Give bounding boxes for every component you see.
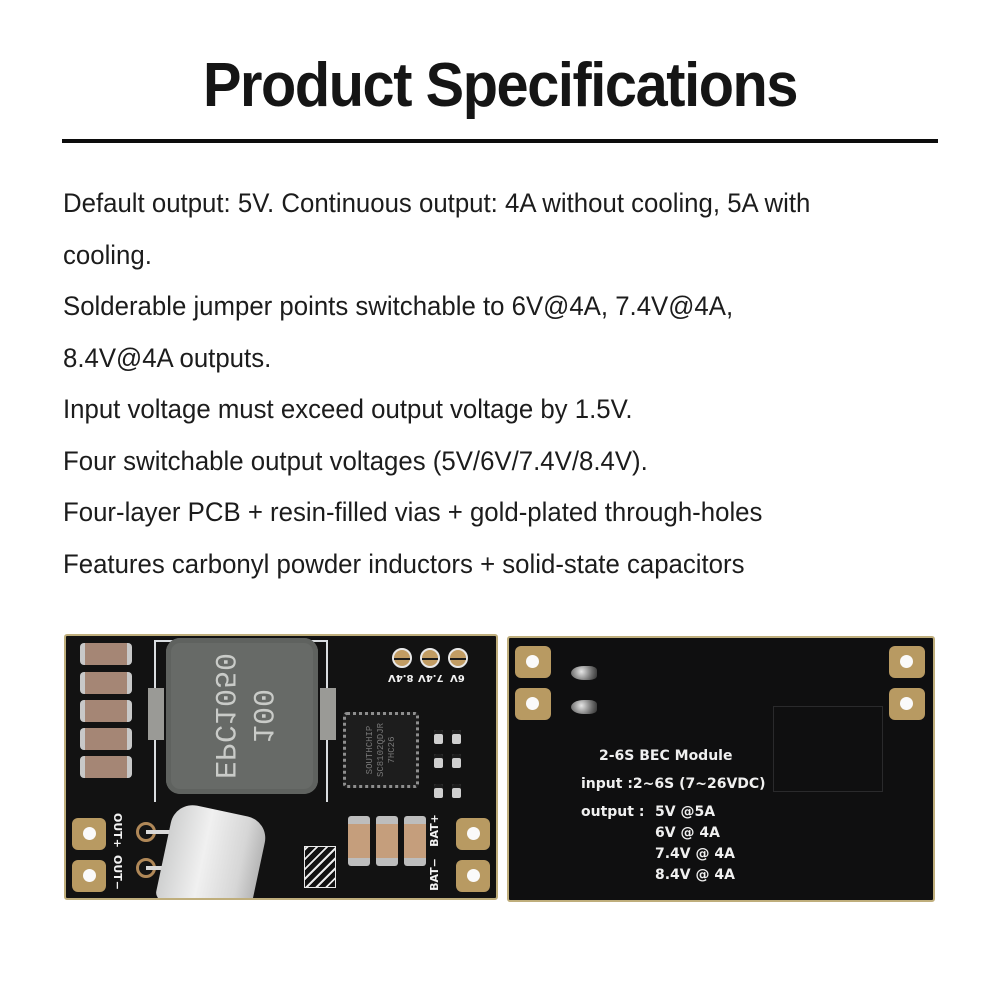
ceramic-capacitor [80, 728, 132, 750]
out-plus-pad [72, 818, 106, 850]
output-label: output : [581, 804, 645, 820]
output-spec: 6V @ 4A [655, 825, 720, 841]
bat-plus-pad [456, 818, 490, 850]
spec-list: Default output: 5V. Continuous output: 4… [63, 178, 943, 590]
spec-line: Solderable jumper points switchable to 6… [63, 291, 734, 321]
solder-joint [571, 666, 597, 680]
solder-pad [515, 646, 551, 678]
out-minus-pad [72, 860, 106, 892]
spec-line: cooling. [63, 239, 152, 270]
smd-resistor [452, 784, 461, 798]
jumper-pad-6v [448, 648, 468, 668]
module-name: 2-6S BEC Module [599, 748, 733, 764]
chip-marking: SC8102QDJR [375, 723, 386, 778]
bat-minus-label: BAT− [427, 858, 441, 891]
output-spec: 8.4V @ 4A [655, 867, 735, 883]
jumper-label-8v4: 8.4V [388, 672, 414, 683]
smd-resistor [434, 784, 443, 798]
bat-minus-pad [456, 860, 490, 892]
chip-marking: SOUTHCHIP [364, 725, 375, 775]
smd-resistor [434, 730, 443, 744]
ceramic-capacitor [80, 643, 132, 665]
inductor-terminal [148, 688, 164, 740]
pcb-front-photo: 100 EPC1050 8.4V 7.4V 6V SOUTHCHIP SC810… [64, 634, 498, 900]
ceramic-capacitor-large [348, 816, 370, 866]
solder-pad [889, 646, 925, 678]
solder-pad [515, 688, 551, 720]
spec-line: 8.4V@4A outputs. [63, 342, 272, 373]
chip-marking: 7HC26 [386, 736, 397, 764]
jumper-label-7v4: 7.4V [418, 672, 444, 683]
electrolytic-capacitor [154, 801, 270, 898]
jumper-pad-7v4 [420, 648, 440, 668]
smd-resistor [452, 754, 461, 768]
inductor: 100 EPC1050 [166, 638, 318, 794]
output-spec: 5V @5A [655, 804, 716, 820]
spec-line: Four-layer PCB + resin-filled vias + gol… [63, 497, 763, 527]
ceramic-capacitor-large [404, 816, 426, 866]
solder-joint [571, 700, 597, 714]
out-minus-label: OUT− [111, 854, 125, 891]
jumper-label-6v: 6V [450, 672, 465, 683]
spec-line: Default output: 5V. Continuous output: 4… [63, 188, 811, 218]
copper-zone [773, 706, 883, 792]
ceramic-capacitor-large [376, 816, 398, 866]
jumper-pad-8v4 [392, 648, 412, 668]
spec-line: Four switchable output voltages (5V/6V/7… [63, 445, 648, 476]
ceramic-capacitor [80, 700, 132, 722]
page-title: Product Specifications [202, 51, 798, 120]
inductor-terminal [320, 688, 336, 740]
title-divider [62, 139, 938, 143]
buck-controller-ic: SOUTHCHIP SC8102QDJR 7HC26 [343, 712, 419, 788]
silkscreen-hatch [304, 846, 336, 888]
capacitor-lead [146, 830, 176, 834]
spec-line: Input voltage must exceed output voltage… [63, 394, 633, 424]
out-plus-label: OUT+ [111, 812, 125, 849]
inductor-marking: 100 [244, 689, 278, 744]
input-spec: input :2~6S (7~26VDC) [581, 776, 766, 792]
solder-pad [889, 688, 925, 720]
ceramic-capacitor [80, 756, 132, 778]
bat-plus-label: BAT+ [427, 814, 441, 847]
inductor-marking: EPC1050 [206, 652, 240, 780]
output-spec: 7.4V @ 4A [655, 846, 735, 862]
pcb-back-photo: 2-6S BEC Module input :2~6S (7~26VDC) ou… [507, 636, 935, 902]
ceramic-capacitor [80, 672, 132, 694]
spec-line: Features carbonyl powder inductors + sol… [63, 548, 745, 579]
smd-resistor [434, 754, 443, 768]
smd-resistor [452, 730, 461, 744]
